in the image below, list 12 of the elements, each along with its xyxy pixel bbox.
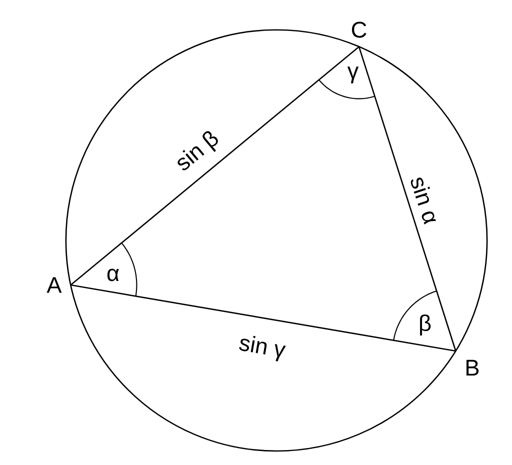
triangle-side [70,284,456,352]
triangle-side [358,46,456,352]
angle-label: α [107,268,119,282]
vertex-label: A [46,277,62,293]
edge-label: sin α [410,178,436,225]
edge-label: sin γ [239,336,286,362]
vertex-label: B [466,360,479,376]
angle-label: β [420,314,431,336]
angle-label: γ [347,66,359,84]
edge-label: sin β [178,131,218,170]
vertex-label: C [352,22,366,38]
triangle-side [70,46,360,286]
